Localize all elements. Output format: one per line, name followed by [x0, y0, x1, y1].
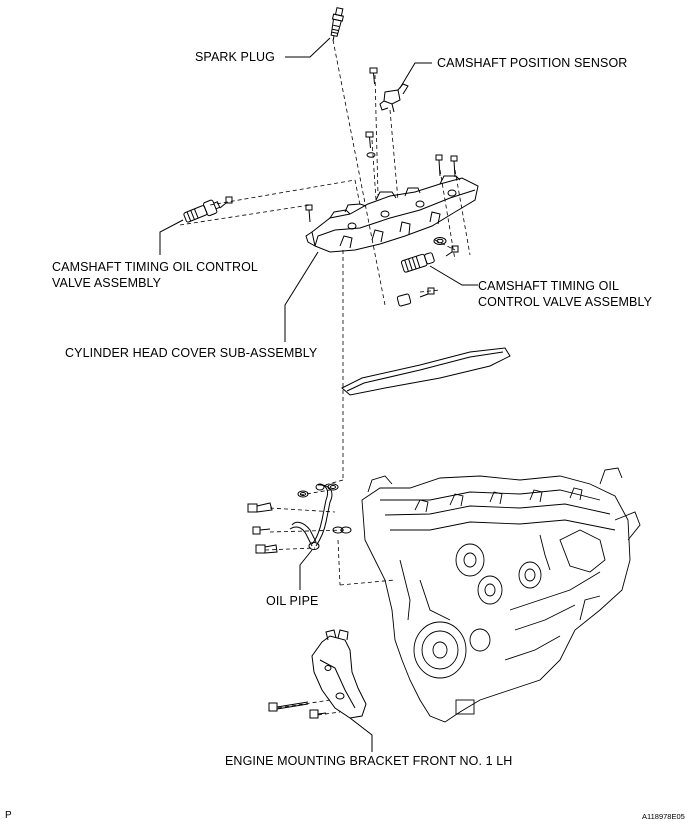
label-spark-plug: SPARK PLUG: [195, 50, 275, 64]
oil-pipe-part: [289, 483, 333, 550]
union-bolts-part: [247, 502, 278, 554]
label-camshaft-position-sensor: CAMSHAFT POSITION SENSOR: [437, 56, 628, 70]
label-engine-mounting-bracket: ENGINE MOUNTING BRACKET FRONT NO. 1 LH: [225, 754, 513, 768]
sensor-plug-part: [396, 287, 435, 307]
camshaft-position-sensor-part: [379, 83, 409, 113]
label-ocv-right-line2: CONTROL VALVE ASSEMBLY: [478, 295, 653, 309]
ocv-right-gasket-part: [433, 237, 447, 245]
corner-code-right: A118978E05: [642, 812, 685, 821]
label-ocv-right: CAMSHAFT TIMING OIL CONTROL VALVE ASSEMB…: [478, 278, 652, 310]
corner-code-left: P: [5, 810, 12, 821]
ocv-right-part: [400, 252, 435, 273]
label-ocv-left-line2: VALVE ASSEMBLY: [52, 276, 162, 290]
label-oil-pipe: OIL PIPE: [266, 594, 319, 608]
cylinder-head-cover-part: [305, 175, 479, 253]
sensor-bolt-part: [369, 67, 378, 85]
spark-plug-part: [330, 7, 344, 41]
label-ocv-left: CAMSHAFT TIMING OIL CONTROL VALVE ASSEMB…: [52, 259, 258, 291]
label-ocv-left-line1: CAMSHAFT TIMING OIL CONTROL: [52, 260, 258, 274]
assembly-guide-lines: [179, 39, 471, 716]
cover-studs-part: [305, 154, 458, 223]
bracket-bolts-part: [268, 701, 327, 719]
leader-lines: [159, 37, 478, 752]
engine-block-part: [361, 467, 641, 723]
label-cylinder-head-cover: CYLINDER HEAD COVER SUB-ASSEMBLY: [65, 346, 318, 360]
ocv-right-bolt-part: [445, 245, 459, 257]
oil-pipe-gaskets-part: [297, 483, 352, 534]
ocv-left-part: [183, 199, 221, 223]
label-ocv-right-line1: CAMSHAFT TIMING OIL: [478, 279, 620, 293]
engine-mounting-bracket-part: [311, 629, 367, 719]
cover-gasket-part: [341, 347, 511, 396]
cover-bolt-part: [365, 131, 376, 158]
ocv-left-bolt-part: [219, 196, 233, 209]
